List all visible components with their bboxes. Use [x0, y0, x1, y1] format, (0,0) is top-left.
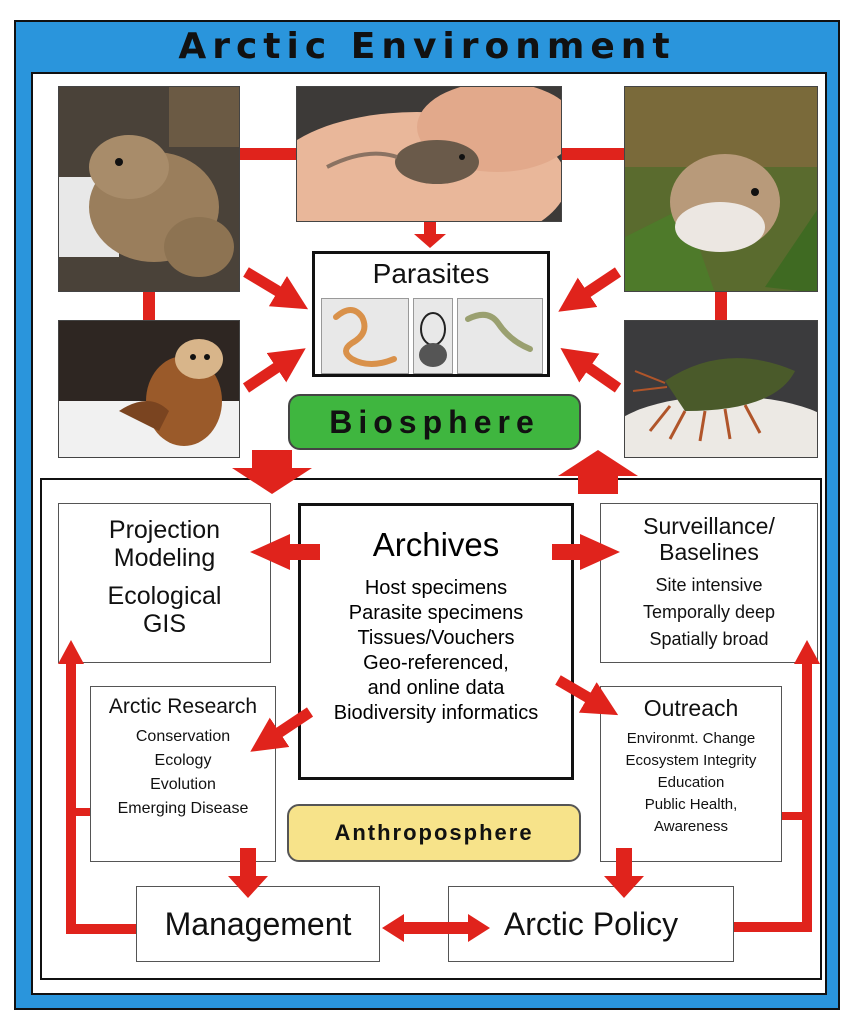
feedback-line [66, 924, 136, 934]
feedback-line [802, 660, 812, 932]
arrow-outreach-to-policy [604, 848, 644, 898]
arrow-archives-to-outreach [558, 680, 606, 708]
connector-line [240, 148, 296, 160]
connector-line [562, 148, 624, 160]
feedback-line [66, 660, 76, 934]
arrow-archives-to-projection [250, 534, 320, 570]
feedback-line [76, 808, 90, 816]
connector-line [715, 292, 727, 320]
connector-line [143, 292, 155, 320]
arrow-management-policy [382, 914, 490, 942]
feedback-line [782, 812, 802, 820]
arrow-vole-to-parasites [570, 272, 618, 304]
arrow-amphipod-to-parasites [572, 356, 618, 388]
arrow-feedback-left [58, 640, 84, 664]
arrow-biosphere-to-anthro [232, 450, 312, 494]
arrow-anthro-to-biosphere [558, 450, 638, 494]
arrow-marten-to-parasites [246, 356, 294, 388]
feedback-line [734, 922, 812, 932]
arrow-archives-to-surveillance [552, 534, 620, 570]
arrow-feedback-right [794, 640, 820, 664]
arrow-shrew-to-parasites [246, 272, 296, 302]
arrow-research-to-management [228, 848, 268, 898]
arrow-archives-to-research [262, 712, 310, 744]
arrow-to-parasites-top [414, 222, 446, 248]
